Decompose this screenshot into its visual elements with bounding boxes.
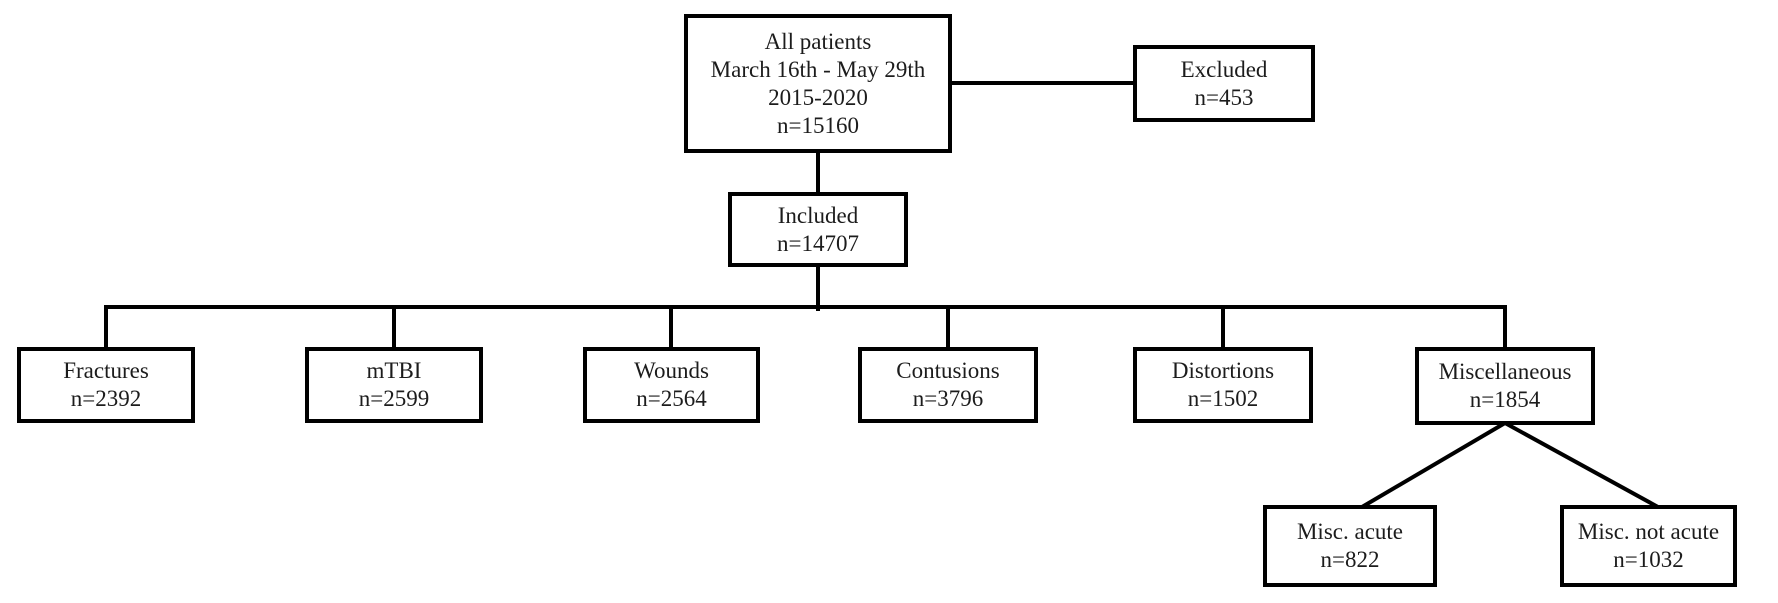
node-count: n=822 [1320, 547, 1380, 572]
node-count: n=453 [1194, 84, 1254, 110]
node-distortions: Distortions n=1502 [1133, 347, 1313, 423]
node-date-range: March 16th - May 29th [710, 56, 926, 82]
node-fractures: Fractures n=2392 [17, 347, 195, 423]
node-label: Excluded [1180, 56, 1268, 82]
node-included: Included n=14707 [728, 192, 908, 267]
node-count: n=2392 [70, 386, 142, 411]
node-count: n=2564 [636, 386, 707, 411]
node-misc-not-acute: Misc. not acute n=1032 [1560, 505, 1737, 587]
node-mtbi: mTBI n=2599 [305, 347, 483, 423]
node-excluded: Excluded n=453 [1133, 45, 1315, 122]
node-count: n=1032 [1613, 547, 1684, 572]
node-label: Included [777, 202, 859, 228]
node-label: Contusions [896, 358, 1000, 383]
node-count: n=3796 [912, 386, 984, 411]
node-label: Distortions [1171, 358, 1275, 383]
connector-misc-acute-diagonal [1359, 420, 1508, 510]
node-wounds: Wounds n=2564 [583, 347, 760, 423]
node-contusions: Contusions n=3796 [858, 347, 1038, 423]
node-label: Fractures [63, 358, 149, 383]
node-year-range: 2015-2020 [768, 84, 868, 110]
node-label: mTBI [366, 358, 422, 383]
node-count: n=14707 [777, 230, 859, 256]
node-count: n=1854 [1469, 387, 1541, 412]
node-label: Misc. acute [1296, 519, 1403, 544]
node-miscellaneous: Miscellaneous n=1854 [1415, 347, 1595, 425]
node-misc-acute: Misc. acute n=822 [1263, 505, 1437, 587]
node-label: Wounds [634, 358, 709, 383]
node-title: All patients [764, 28, 872, 54]
node-count: n=1502 [1187, 386, 1259, 411]
node-label: Misc. not acute [1577, 519, 1720, 544]
node-all-patients: All patients March 16th - May 29th 2015-… [684, 14, 952, 153]
node-count: n=15160 [777, 112, 859, 138]
connector-misc-not-acute-diagonal [1502, 420, 1661, 510]
node-label: Miscellaneous [1438, 359, 1572, 384]
node-count: n=2599 [358, 386, 430, 411]
